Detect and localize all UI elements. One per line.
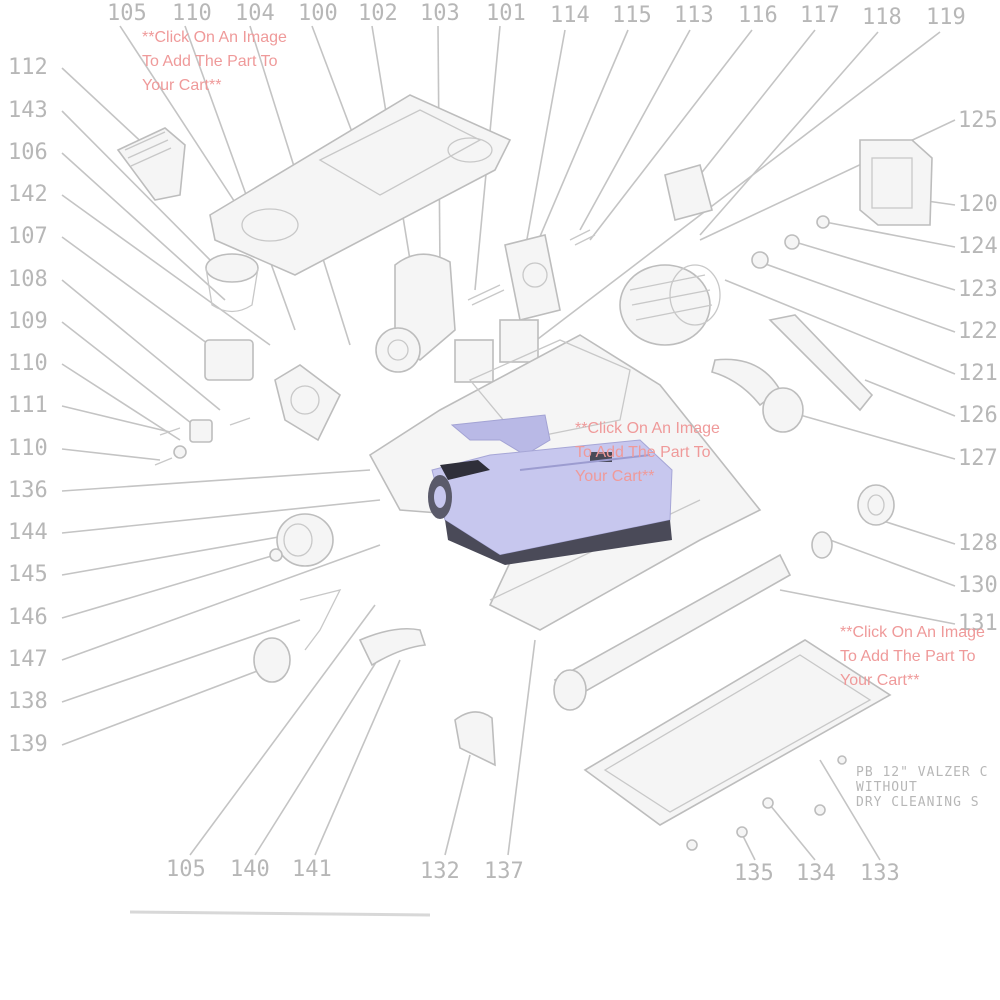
callout-133: 133	[860, 861, 900, 886]
callout-128: 128	[958, 531, 998, 556]
cart-hint-line: **Click On An Image	[840, 624, 985, 641]
callout-126: 126	[958, 403, 998, 428]
callout-102: 102	[358, 1, 398, 26]
cart-hint-text: **Click On An Image To Add The Part To You…	[840, 624, 985, 689]
callout-110-left-b: 110	[8, 436, 48, 461]
top-callouts: 105 110 104 100 102 103 101 114 115 113 …	[107, 1, 966, 30]
callout-122: 122	[958, 319, 998, 344]
callout-119: 119	[926, 5, 966, 30]
callout-127: 127	[958, 446, 998, 471]
callout-100: 100	[298, 1, 338, 26]
callout-112: 112	[8, 55, 48, 80]
cart-hint-text: **Click On An Image To Add The Part To You…	[575, 420, 720, 485]
callout-104: 104	[235, 1, 275, 26]
callout-134: 134	[796, 861, 836, 886]
callout-115: 115	[612, 3, 652, 28]
callout-144: 144	[8, 520, 48, 545]
callout-140: 140	[230, 857, 270, 882]
callout-120: 120	[958, 192, 998, 217]
callout-123: 123	[958, 277, 998, 302]
callout-101: 101	[486, 1, 526, 26]
callout-117: 117	[800, 3, 840, 28]
callout-114: 114	[550, 3, 590, 28]
bottom-callouts: 105 140 141 132 137 135 134 133	[166, 857, 900, 886]
cart-hint-line: **Click On An Image	[575, 420, 720, 437]
cart-hint-line: To Add The Part To	[575, 444, 711, 461]
callout-108: 108	[8, 267, 48, 292]
callout-110-left-a: 110	[8, 351, 48, 376]
cart-hint-1: **Click On An Image To Add The Part To You…	[142, 29, 287, 94]
callout-130: 130	[958, 573, 998, 598]
callout-141: 141	[292, 857, 332, 882]
callout-113: 113	[674, 3, 714, 28]
cart-hint-3: **Click On An Image To Add The Part To You…	[840, 624, 985, 689]
callout-106: 106	[8, 140, 48, 165]
callout-109: 109	[8, 309, 48, 334]
cart-hint-line: Your Cart**	[840, 672, 919, 689]
callout-131: 131	[958, 611, 998, 636]
model-note-line-3: DRY CLEANING S	[856, 795, 980, 810]
cart-hint-text: **Click On An Image To Add The Part To You…	[142, 29, 287, 94]
power-nozzle-image[interactable]	[428, 414, 673, 565]
leader-lines	[61, 25, 956, 861]
right-callouts: 125 120 124 123 122 121 126 127 128 130 …	[958, 108, 998, 636]
cart-hint-line: To Add The Part To	[840, 648, 976, 665]
cart-hint-line: To Add The Part To	[142, 53, 278, 70]
cart-hint-line: Your Cart**	[142, 77, 221, 94]
callout-138: 138	[8, 689, 48, 714]
callout-110-top: 110	[172, 1, 212, 26]
callout-111: 111	[8, 393, 48, 418]
callout-147: 147	[8, 647, 48, 672]
callout-146: 146	[8, 605, 48, 630]
callout-105-bottom: 105	[166, 857, 206, 882]
callout-135: 135	[734, 861, 774, 886]
callout-132: 132	[420, 859, 460, 884]
callout-118: 118	[862, 5, 902, 30]
callout-107: 107	[8, 224, 48, 249]
callout-124: 124	[958, 234, 998, 259]
cart-hint-line: **Click On An Image	[142, 29, 287, 46]
callout-125: 125	[958, 108, 998, 133]
callout-136: 136	[8, 478, 48, 503]
callout-137: 137	[484, 859, 524, 884]
callout-143: 143	[8, 98, 48, 123]
cart-hint-line: Your Cart**	[575, 468, 654, 485]
cart-hint-2: **Click On An Image To Add The Part To You…	[575, 420, 720, 485]
callout-142: 142	[8, 182, 48, 207]
model-note-line-2: WITHOUT	[856, 780, 918, 795]
model-note-line-1: PB 12" VALZER C	[856, 765, 988, 780]
parts-line-art	[116, 94, 933, 917]
callout-103: 103	[420, 1, 460, 26]
callout-116: 116	[738, 3, 778, 28]
callout-121: 121	[958, 361, 998, 386]
callout-145: 145	[8, 562, 48, 587]
left-callouts: 112 143 106 142 107 108 109 110 111 110 …	[8, 55, 48, 757]
callout-105-top: 105	[107, 1, 147, 26]
model-note: PB 12" VALZER C WITHOUT DRY CLEANING S	[856, 765, 988, 810]
callout-139: 139	[8, 732, 48, 757]
